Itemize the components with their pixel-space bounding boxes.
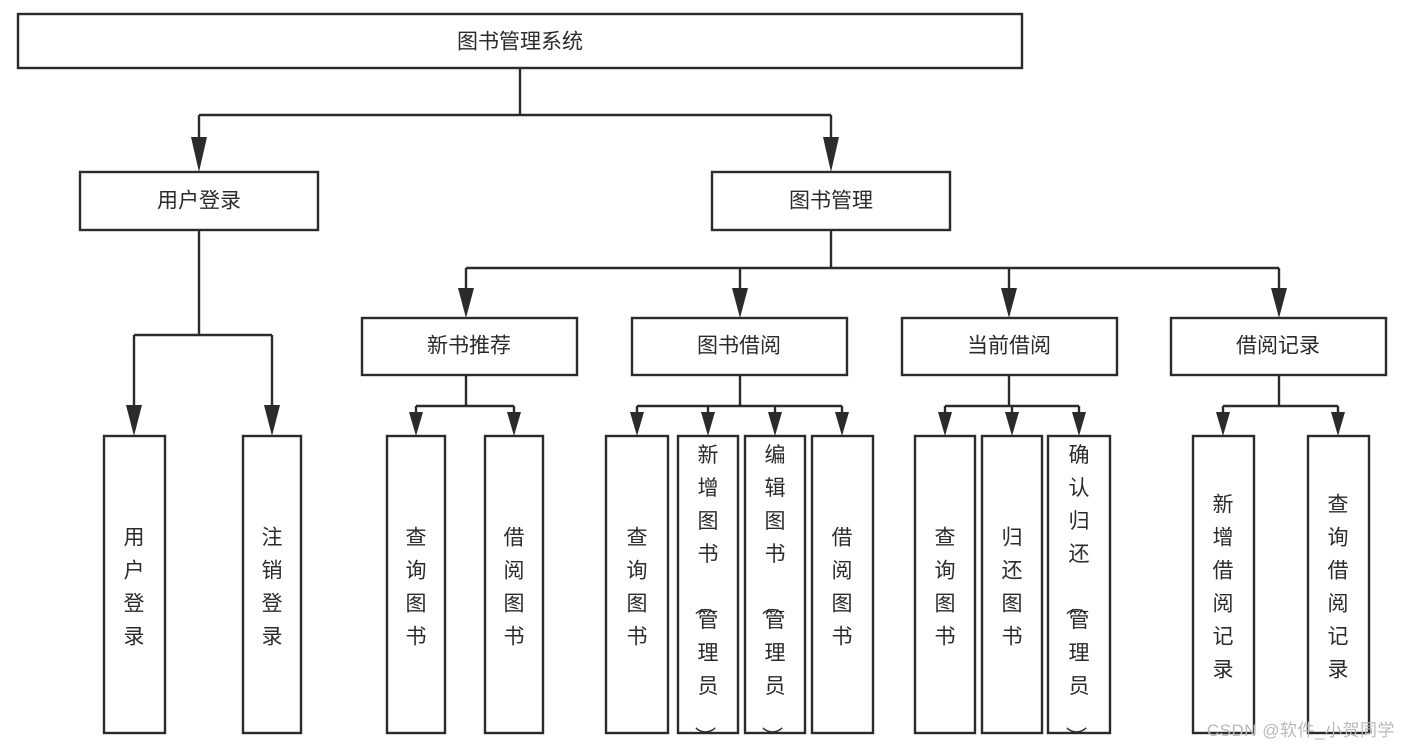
connector-layer [126, 68, 1345, 436]
node-leaf-br-add[interactable]: 新增借阅记录 [1191, 434, 1256, 735]
node-book-manage-box[interactable] [710, 170, 952, 232]
node-root-box[interactable] [16, 12, 1024, 70]
arrow-to-leaf-user-login [126, 405, 142, 436]
node-leaf-br-query[interactable]: 查询借阅记录 [1306, 434, 1371, 735]
arrow-to-user-login [191, 137, 207, 172]
node-borrow-record-label: 借阅记录 [1236, 335, 1320, 358]
node-leaf-cb-confirm[interactable]: 确认归还（管理员） [1046, 434, 1112, 747]
node-leaf-bb-edit[interactable]: 编辑图书（管理员） [743, 434, 807, 747]
node-borrow-record[interactable]: 借阅记录 [1169, 316, 1388, 377]
node-leaf-bb-query[interactable]: 查询图书 [604, 434, 670, 735]
node-leaf-cb-query-label: 查询图书 [935, 527, 956, 649]
arrow-to-borrow-record [1271, 288, 1287, 318]
node-book-borrow-box[interactable] [630, 316, 849, 377]
node-leaf-rec-borrow-box[interactable] [483, 434, 545, 735]
arrow-to-leaf-logout [264, 405, 280, 436]
node-user-login-box[interactable] [78, 170, 320, 232]
node-leaf-br-query-label: 查询借阅记录 [1328, 494, 1349, 682]
arrow-to-leaf-bb-add [701, 412, 715, 436]
node-user-login[interactable]: 用户登录 [78, 170, 320, 232]
node-leaf-bb-borrow[interactable]: 借阅图书 [810, 434, 875, 735]
node-leaf-bb-add-label: 新增图书（管理员） [693, 444, 719, 747]
arrow-to-leaf-cb-confirm [1072, 412, 1086, 436]
node-leaf-bb-add[interactable]: 新增图书（管理员） [676, 434, 740, 747]
node-leaf-bb-edit-box[interactable] [743, 434, 807, 735]
node-new-book-rec-label: 新书推荐 [427, 335, 511, 358]
arrow-to-book-manage [823, 137, 839, 172]
node-leaf-user-login[interactable]: 用户登录 [102, 434, 167, 735]
node-leaf-br-query-box[interactable] [1306, 434, 1371, 735]
node-leaf-logout[interactable]: 注销登录 [241, 434, 303, 735]
node-book-borrow[interactable]: 图书借阅 [630, 316, 849, 377]
node-layer: 图书管理系统 用户登录 图书管理 新书推荐 图书借阅 [16, 12, 1388, 747]
node-user-login-label: 用户登录 [157, 190, 241, 213]
node-leaf-user-login-label: 用户登录 [124, 527, 145, 649]
arrow-to-new-book-rec [458, 288, 474, 318]
node-leaf-bb-borrow-box[interactable] [810, 434, 875, 735]
node-leaf-cb-confirm-box[interactable] [1046, 434, 1112, 735]
node-leaf-rec-borrow-label: 借阅图书 [504, 527, 525, 649]
node-new-book-rec[interactable]: 新书推荐 [360, 316, 579, 377]
node-book-manage-label: 图书管理 [789, 190, 873, 213]
arrow-to-leaf-cb-return [1005, 412, 1019, 436]
node-leaf-cb-return-box[interactable] [980, 434, 1044, 735]
node-leaf-cb-query[interactable]: 查询图书 [913, 434, 977, 735]
node-borrow-record-box[interactable] [1169, 316, 1388, 377]
node-book-borrow-label: 图书借阅 [697, 335, 781, 358]
node-leaf-br-add-label: 新增借阅记录 [1213, 494, 1234, 682]
node-current-borrow-label: 当前借阅 [967, 335, 1051, 358]
node-leaf-bb-edit-label: 编辑图书（管理员） [760, 444, 786, 747]
node-book-manage[interactable]: 图书管理 [710, 170, 952, 232]
node-leaf-cb-return-label: 归还图书 [1002, 527, 1023, 649]
node-leaf-cb-return[interactable]: 归还图书 [980, 434, 1044, 735]
arrow-to-leaf-bb-query [630, 412, 644, 436]
node-leaf-rec-query[interactable]: 查询图书 [385, 434, 447, 735]
arrow-to-leaf-br-add [1216, 412, 1230, 436]
node-leaf-logout-label: 注销登录 [262, 527, 283, 649]
arrow-to-leaf-bb-edit [768, 412, 782, 436]
node-root[interactable]: 图书管理系统 [16, 12, 1024, 70]
node-root-label: 图书管理系统 [457, 31, 583, 54]
node-leaf-rec-borrow[interactable]: 借阅图书 [483, 434, 545, 735]
node-leaf-user-login-box[interactable] [102, 434, 167, 735]
arrow-to-book-borrow [732, 288, 748, 318]
node-leaf-cb-confirm-label: 确认归还（管理员） [1064, 444, 1090, 747]
arrow-to-leaf-cb-query [938, 412, 952, 436]
node-leaf-bb-query-box[interactable] [604, 434, 670, 735]
node-leaf-logout-box[interactable] [241, 434, 303, 735]
node-leaf-bb-query-label: 查询图书 [627, 527, 648, 649]
node-leaf-cb-query-box[interactable] [913, 434, 977, 735]
node-leaf-bb-borrow-label: 借阅图书 [832, 527, 853, 649]
node-leaf-bb-add-box[interactable] [676, 434, 740, 735]
node-leaf-rec-query-label: 查询图书 [406, 527, 427, 649]
node-current-borrow-box[interactable] [900, 316, 1119, 377]
node-leaf-br-add-box[interactable] [1191, 434, 1256, 735]
node-current-borrow[interactable]: 当前借阅 [900, 316, 1119, 377]
node-new-book-rec-box[interactable] [360, 316, 579, 377]
arrow-to-current-borrow [1001, 288, 1017, 318]
arrow-to-leaf-bb-borrow [835, 412, 849, 436]
arrow-to-leaf-rec-borrow [507, 412, 521, 436]
node-leaf-rec-query-box[interactable] [385, 434, 447, 735]
arrow-to-leaf-rec-query [409, 412, 423, 436]
arrow-to-leaf-br-query [1331, 412, 1345, 436]
